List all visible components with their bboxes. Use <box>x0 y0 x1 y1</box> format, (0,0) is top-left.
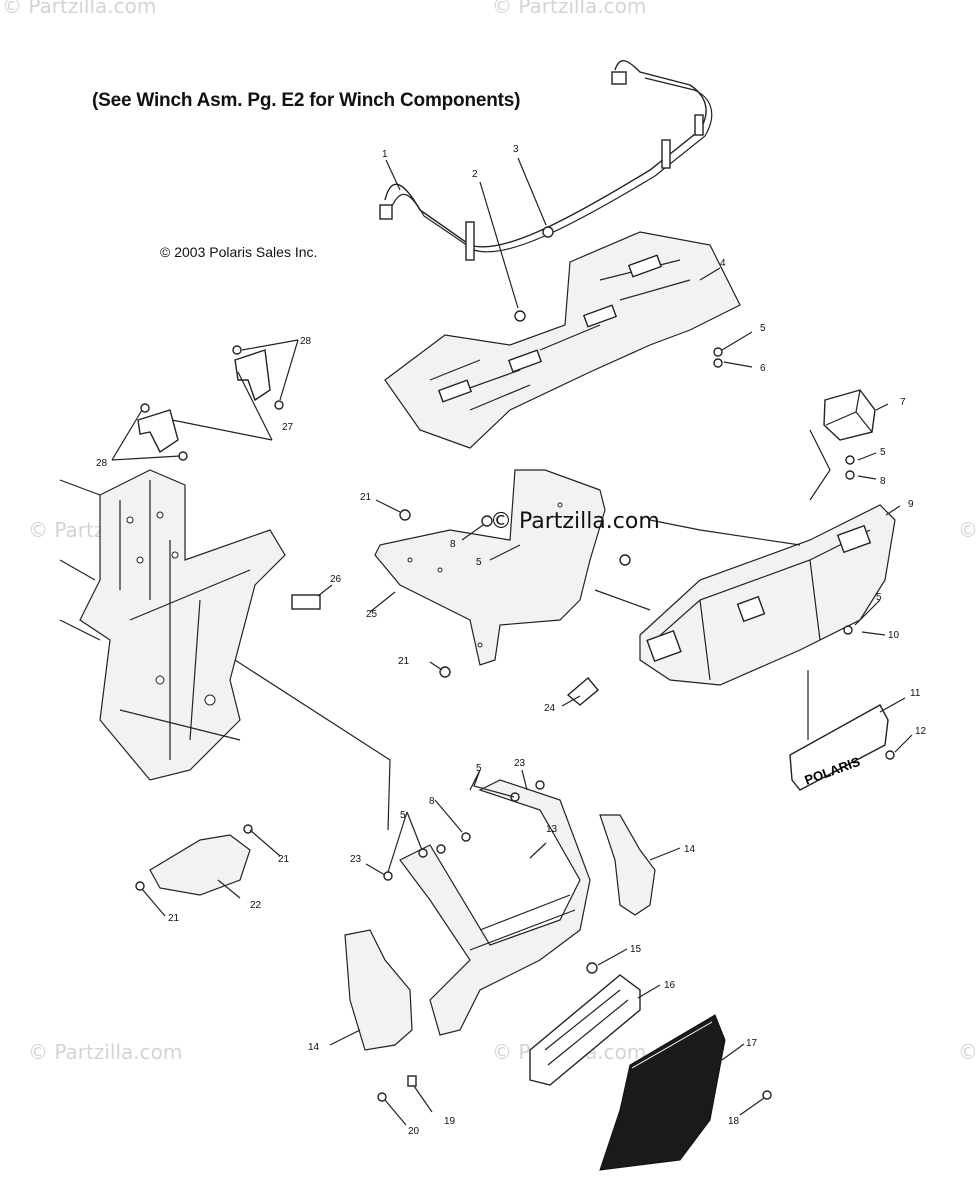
callout-7: 7 <box>900 397 906 408</box>
callout-12: 12 <box>915 726 927 737</box>
callout-5: 5 <box>760 323 766 334</box>
callout-2: 2 <box>472 169 478 180</box>
part-26 <box>291 594 321 610</box>
part-frame <box>59 469 286 781</box>
callout-15: 15 <box>630 944 642 955</box>
part-rack-deck <box>384 231 741 449</box>
diagram-title: (See Winch Asm. Pg. E2 for Winch Compone… <box>92 90 521 111</box>
callout-23: 23 <box>350 854 362 865</box>
callout-27: 27 <box>282 422 294 433</box>
callout-numbers: 1 2 3 4 5 6 7 5 8 9 21 8 5 26 25 21 5 10… <box>96 144 927 1137</box>
part-14-left <box>344 929 413 1051</box>
part-24 <box>566 677 599 706</box>
callout-11: 11 <box>910 688 921 699</box>
watermark: © Partzilla.com <box>492 0 647 18</box>
callout-22: 22 <box>250 900 262 911</box>
part-main-mount <box>399 779 591 1036</box>
callout-5: 5 <box>876 592 882 603</box>
callout-16: 16 <box>664 980 676 991</box>
callout-8: 8 <box>429 796 435 807</box>
part-front-bumper <box>639 504 896 686</box>
callout-9: 9 <box>908 499 914 510</box>
part-27-upper <box>234 349 271 402</box>
callout-5: 5 <box>476 557 482 568</box>
part-16 <box>529 974 641 1086</box>
callout-26: 26 <box>330 574 342 585</box>
callout-3: 3 <box>513 144 519 155</box>
callout-21: 21 <box>168 913 180 924</box>
leader-lines <box>111 157 913 1126</box>
callout-8: 8 <box>450 539 456 550</box>
callout-24: 24 <box>544 703 556 714</box>
callout-21: 21 <box>360 492 372 503</box>
part-front-plate: POLARIS <box>789 704 889 791</box>
callout-5: 5 <box>476 763 482 774</box>
callout-13: 13 <box>546 824 558 835</box>
callout-17: 17 <box>746 1038 758 1049</box>
part-rack-bracket <box>374 469 606 666</box>
callout-8: 8 <box>880 476 886 487</box>
callout-21: 21 <box>278 854 290 865</box>
callout-23: 23 <box>514 758 526 769</box>
watermark-fragment: © <box>958 518 976 542</box>
part-lamp <box>823 389 876 441</box>
fasteners <box>135 226 895 1102</box>
callout-5: 5 <box>400 810 406 821</box>
callout-4: 4 <box>720 258 726 269</box>
watermark: © Partzilla.com <box>28 1040 183 1064</box>
callout-21: 21 <box>398 656 410 667</box>
center-watermark: © Partzilla.com <box>490 509 660 534</box>
callout-10: 10 <box>888 630 900 641</box>
callout-14: 14 <box>308 1042 320 1053</box>
callout-20: 20 <box>408 1126 420 1137</box>
callout-28: 28 <box>96 458 108 469</box>
copyright-notice: © 2003 Polaris Sales Inc. <box>160 244 318 260</box>
part-22 <box>149 834 251 896</box>
watermark-fragment: © <box>958 1040 976 1064</box>
callout-19: 19 <box>444 1116 456 1127</box>
watermark: © Partzilla.com <box>2 0 157 18</box>
part-17-mesh <box>599 1014 726 1171</box>
part-14-right <box>599 814 656 916</box>
callout-28: 28 <box>300 336 312 347</box>
callout-6: 6 <box>760 363 766 374</box>
callout-14: 14 <box>684 844 696 855</box>
callout-1: 1 <box>382 149 388 160</box>
callout-25: 25 <box>366 609 378 620</box>
callout-18: 18 <box>728 1116 740 1127</box>
callout-5: 5 <box>880 447 886 458</box>
part-27-lower <box>137 409 179 454</box>
